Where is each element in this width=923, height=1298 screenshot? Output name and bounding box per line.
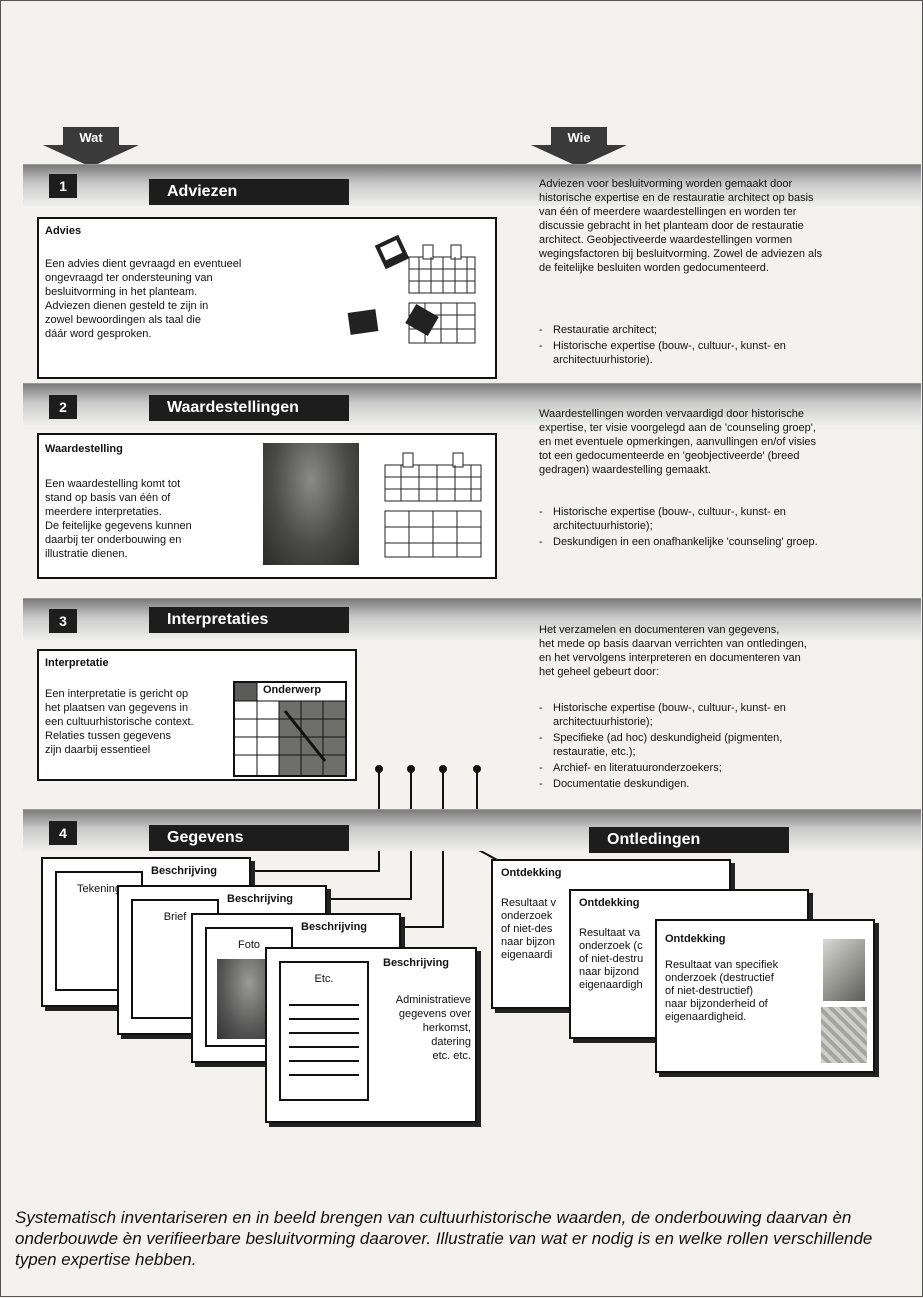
interpretatie-box: Interpretatie Een interpretatie is geric…	[37, 649, 357, 781]
foto-label: Foto	[237, 939, 260, 951]
ontdekking-text: Resultaat va onderzoek (c of niet-destru…	[579, 927, 644, 991]
list-item: Archief- en literatuuronderzoekers;	[539, 761, 909, 775]
connector-dot	[439, 765, 447, 773]
card-description-label: Beschrijving	[151, 865, 218, 877]
wat-arrow: Wat	[43, 127, 139, 167]
connector-dot	[473, 765, 481, 773]
adviezen-roles: Restauratie architect; Historische exper…	[539, 323, 909, 369]
list-item: Restauratie architect;	[539, 323, 909, 337]
ontdekking-text: Resultaat van specifiek onderzoek (destr…	[665, 959, 779, 1023]
waardestelling-box: Waardestelling Een waardestelling komt t…	[37, 433, 497, 579]
card-description-label: Beschrijving	[227, 893, 294, 905]
list-item: Historische expertise (bouw-, cultuur-, …	[539, 505, 909, 533]
section-title-2: Waardestellingen	[149, 395, 349, 421]
gallery-photo	[263, 443, 359, 565]
building-plan-icon	[384, 452, 482, 558]
advies-box: Advies Een advies dient gevraagd en even…	[37, 217, 497, 379]
advies-heading: Advies	[45, 225, 82, 237]
list-item: Specifieke (ad hoc) deskundigheid (pigme…	[539, 731, 909, 759]
ontdekking-text: Resultaat v onderzoek of niet-des naar b…	[501, 897, 557, 961]
section-title-ontledingen: Ontledingen	[589, 827, 789, 853]
connector-dot	[407, 765, 415, 773]
waardestelling-text: Een waardestelling komt tot stand op bas…	[45, 478, 192, 560]
list-item: Documentatie deskundigen.	[539, 777, 909, 791]
interpretatie-text: Een interpretatie is gericht op het plaa…	[45, 688, 194, 756]
list-item: Historische expertise (bouw-, cultuur-, …	[539, 701, 909, 729]
section-number-4: 4	[49, 821, 77, 845]
section-title-4: Gegevens	[149, 825, 349, 851]
wie-label: Wie	[567, 130, 591, 145]
waardestellingen-description: Waardestellingen worden vervaardigd door…	[539, 408, 817, 476]
section-title-3: Interpretaties	[149, 607, 349, 633]
document-lines-icon	[289, 1004, 359, 1076]
etc-description: Administratieve gegevens over herkomst, …	[395, 994, 471, 1062]
card-description-label: Beschrijving	[383, 957, 450, 969]
down-arrow-icon	[531, 127, 627, 167]
sample-photo-2	[821, 1007, 867, 1063]
gegevens-card-etc: Beschrijving Etc. Administratieve gegeve…	[265, 947, 477, 1123]
etc-label: Etc.	[314, 973, 334, 985]
onderwerp-label: Onderwerp	[263, 684, 322, 696]
sample-photo-1	[823, 939, 865, 1001]
interpretatie-heading: Interpretatie	[45, 657, 109, 669]
connector-dot	[375, 765, 383, 773]
wat-label: Wat	[79, 130, 103, 145]
ontdekking-heading: Ontdekking	[501, 867, 562, 879]
ontdekking-heading: Ontdekking	[665, 933, 726, 945]
relation-grid-icon	[235, 683, 345, 775]
section-number-3: 3	[49, 609, 77, 633]
waardestellingen-roles: Historische expertise (bouw-, cultuur-, …	[539, 505, 909, 551]
list-item: Deskundigen in een onafhankelijke 'couns…	[539, 535, 909, 549]
wie-arrow: Wie	[531, 127, 627, 167]
brief-label: Brief	[163, 911, 187, 923]
building-illustration-icon	[347, 234, 476, 344]
card-inner-frame: Etc.	[279, 961, 369, 1101]
waardestelling-heading: Waardestelling	[45, 443, 123, 455]
ontdekking-heading: Ontdekking	[579, 897, 640, 909]
ontdekking-card-3: Ontdekking Resultaat van specifiek onder…	[655, 919, 875, 1073]
advies-text: Een advies dient gevraagd en eventueel o…	[45, 258, 242, 340]
onderwerp-grid: Onderwerp	[233, 681, 347, 777]
down-arrow-icon	[43, 127, 139, 167]
list-item: Historische expertise (bouw-, cultuur-, …	[539, 339, 909, 367]
interpretaties-description: Het verzamelen en documenteren van gegev…	[539, 624, 807, 678]
figure-caption: Systematisch inventariseren en in beeld …	[15, 1208, 873, 1269]
section-number-2: 2	[49, 395, 77, 419]
adviezen-description: Adviezen voor besluitvorming worden gema…	[539, 178, 823, 274]
section-title-1: Adviezen	[149, 179, 349, 205]
card-description-label: Beschrijving	[301, 921, 368, 933]
tekening-label: Tekening	[76, 883, 122, 895]
interpretaties-roles: Historische expertise (bouw-, cultuur-, …	[539, 701, 909, 793]
section-number-1: 1	[49, 174, 77, 198]
